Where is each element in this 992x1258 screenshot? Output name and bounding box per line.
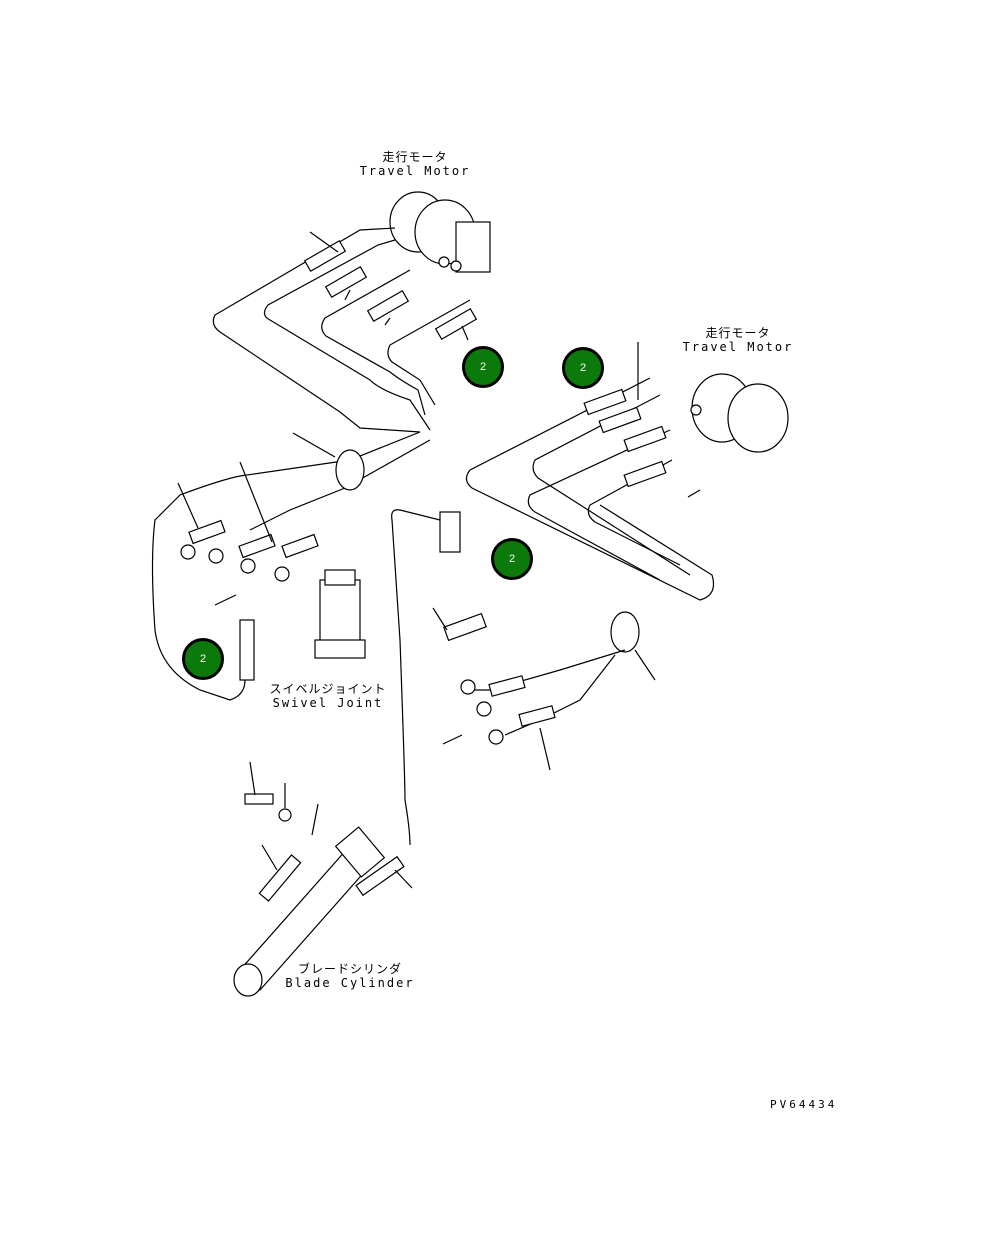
travel-motor-right-jp: 走行モータ bbox=[705, 326, 771, 340]
swivel-joint-jp: スイベルジョイント bbox=[269, 682, 387, 696]
blade-cylinder-jp: ブレードシリンダ bbox=[297, 962, 402, 976]
swivel-joint-en: Swivel Joint bbox=[272, 696, 384, 710]
travel-motor-top-jp: 走行モータ bbox=[382, 150, 448, 164]
hose-runs-right bbox=[391, 377, 715, 846]
blade-cylinder-en: Blade Cylinder bbox=[285, 976, 415, 990]
callout-badge-2[interactable]: 2 bbox=[562, 347, 604, 389]
hose-clamp-ring-right bbox=[610, 611, 640, 653]
travel-motor-top-label: 走行モータ Travel Motor bbox=[355, 150, 475, 178]
travel-motor-top bbox=[389, 191, 491, 273]
travel-motor-top-en: Travel Motor bbox=[359, 164, 471, 178]
leader-lines bbox=[177, 231, 701, 889]
blade-cylinder-label: ブレードシリンダ Blade Cylinder bbox=[285, 962, 415, 990]
swivel-joint-label: スイベルジョイント Swivel Joint bbox=[268, 682, 388, 710]
travel-motor-right-label: 走行モータ Travel Motor bbox=[678, 326, 798, 354]
callout-badge-3[interactable]: 2 bbox=[491, 538, 533, 580]
callout-badge-1[interactable]: 2 bbox=[462, 346, 504, 388]
travel-motor-right-en: Travel Motor bbox=[682, 340, 794, 354]
callout-badge-4[interactable]: 2 bbox=[182, 638, 224, 680]
swivel-joint bbox=[314, 569, 366, 659]
fittings-right bbox=[583, 388, 667, 488]
hose-clamp-ring-top bbox=[335, 449, 365, 491]
drawing-code: PV64434 bbox=[770, 1098, 838, 1111]
fittings-swivel bbox=[180, 511, 556, 745]
blade-cylinder bbox=[233, 793, 405, 997]
fittings-top bbox=[303, 239, 478, 341]
travel-motor-right bbox=[690, 373, 789, 453]
hose-runs-top bbox=[151, 227, 471, 701]
